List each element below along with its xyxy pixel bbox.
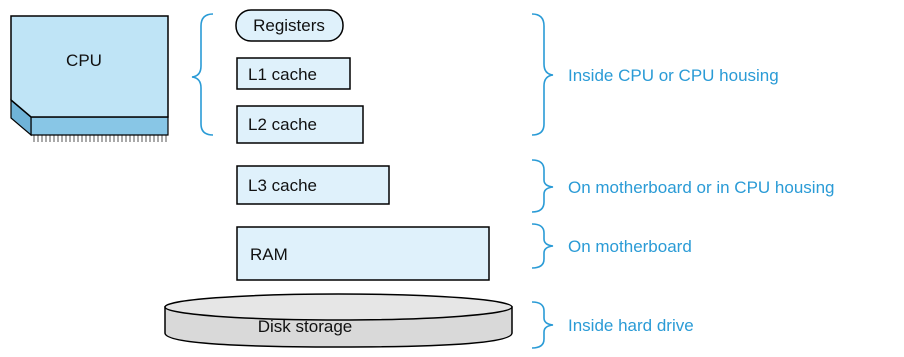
right-brace-motherboard bbox=[531, 223, 554, 269]
ram-label: RAM bbox=[250, 245, 288, 264]
registers-label: Registers bbox=[253, 16, 325, 35]
right-brace-hard-drive bbox=[531, 301, 554, 349]
location-hard-drive: Inside hard drive bbox=[568, 316, 694, 335]
l2-cache-box: L2 cache bbox=[236, 105, 364, 144]
disk-storage-cylinder: Disk storage bbox=[164, 293, 513, 348]
l1-cache-box: L1 cache bbox=[236, 57, 351, 90]
right-brace-inside-cpu bbox=[531, 13, 554, 136]
registers-node: Registers bbox=[235, 9, 344, 42]
right-brace-motherboard-or-cpu bbox=[531, 159, 554, 213]
location-motherboard-or-cpu: On motherboard or in CPU housing bbox=[568, 178, 834, 197]
disk-storage-label: Disk storage bbox=[258, 317, 352, 336]
left-brace bbox=[191, 13, 214, 136]
l3-cache-box: L3 cache bbox=[236, 165, 390, 205]
location-motherboard: On motherboard bbox=[568, 237, 692, 256]
cpu-pins bbox=[33, 135, 167, 142]
ram-box: RAM bbox=[236, 226, 490, 281]
cpu-label: CPU bbox=[66, 51, 102, 70]
cpu-chip: CPU bbox=[10, 15, 169, 142]
l2-cache-label: L2 cache bbox=[248, 115, 317, 134]
l1-cache-label: L1 cache bbox=[248, 65, 317, 84]
location-inside-cpu: Inside CPU or CPU housing bbox=[568, 66, 779, 85]
l3-cache-label: L3 cache bbox=[248, 176, 317, 195]
